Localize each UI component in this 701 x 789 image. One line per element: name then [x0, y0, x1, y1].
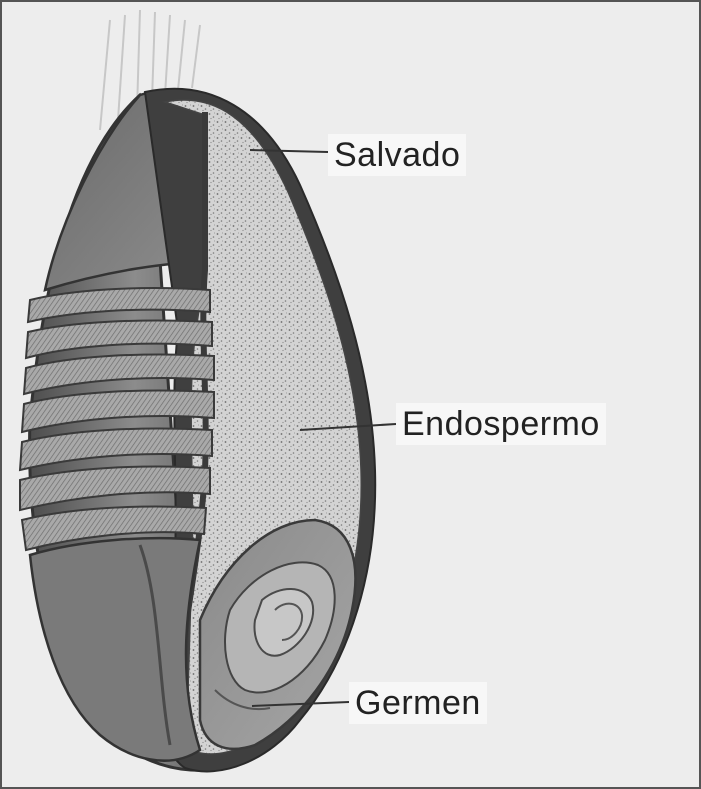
lower-husk-face: [30, 538, 200, 761]
label-germen: Germen: [349, 682, 487, 724]
label-salvado: Salvado: [328, 134, 466, 176]
label-endospermo: Endospermo: [396, 403, 606, 445]
